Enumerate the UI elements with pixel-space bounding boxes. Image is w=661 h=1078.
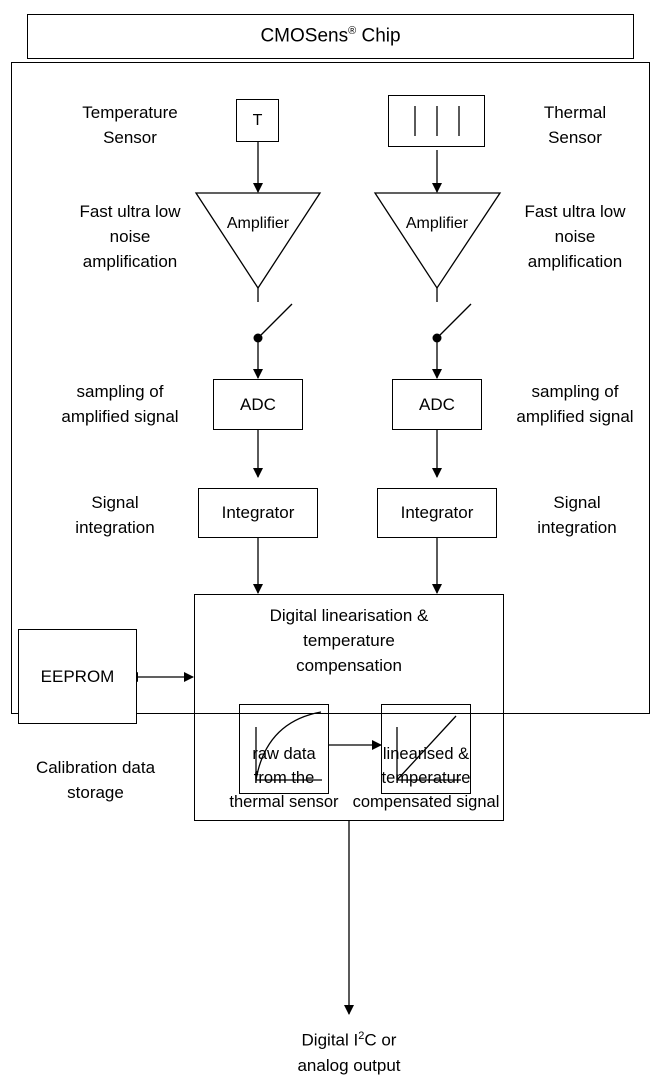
- thermal-sensor-box: [388, 95, 485, 147]
- output-label: Digital I2C or analog output: [297, 1030, 401, 1075]
- left-integrator-box: Integrator: [198, 488, 318, 538]
- eeprom-box: EEPROM: [18, 629, 137, 724]
- right-integrator-box: Integrator: [377, 488, 497, 538]
- raw-data-graph: [239, 704, 329, 794]
- digital-linearisation-box: [194, 594, 504, 821]
- left-amplifier-label: Amplifier: [226, 215, 290, 232]
- right-adc-box: ADC: [392, 379, 482, 430]
- linearised-graph: [381, 704, 471, 794]
- right-amplifier-label: Amplifier: [405, 215, 469, 232]
- left-adc-box: ADC: [213, 379, 303, 430]
- chip-title: CMOSens® Chip: [260, 25, 401, 47]
- chip-boundary: [11, 62, 650, 714]
- chip-title-box: CMOSens® Chip: [27, 14, 634, 59]
- temperature-sensor-box: T: [236, 99, 279, 142]
